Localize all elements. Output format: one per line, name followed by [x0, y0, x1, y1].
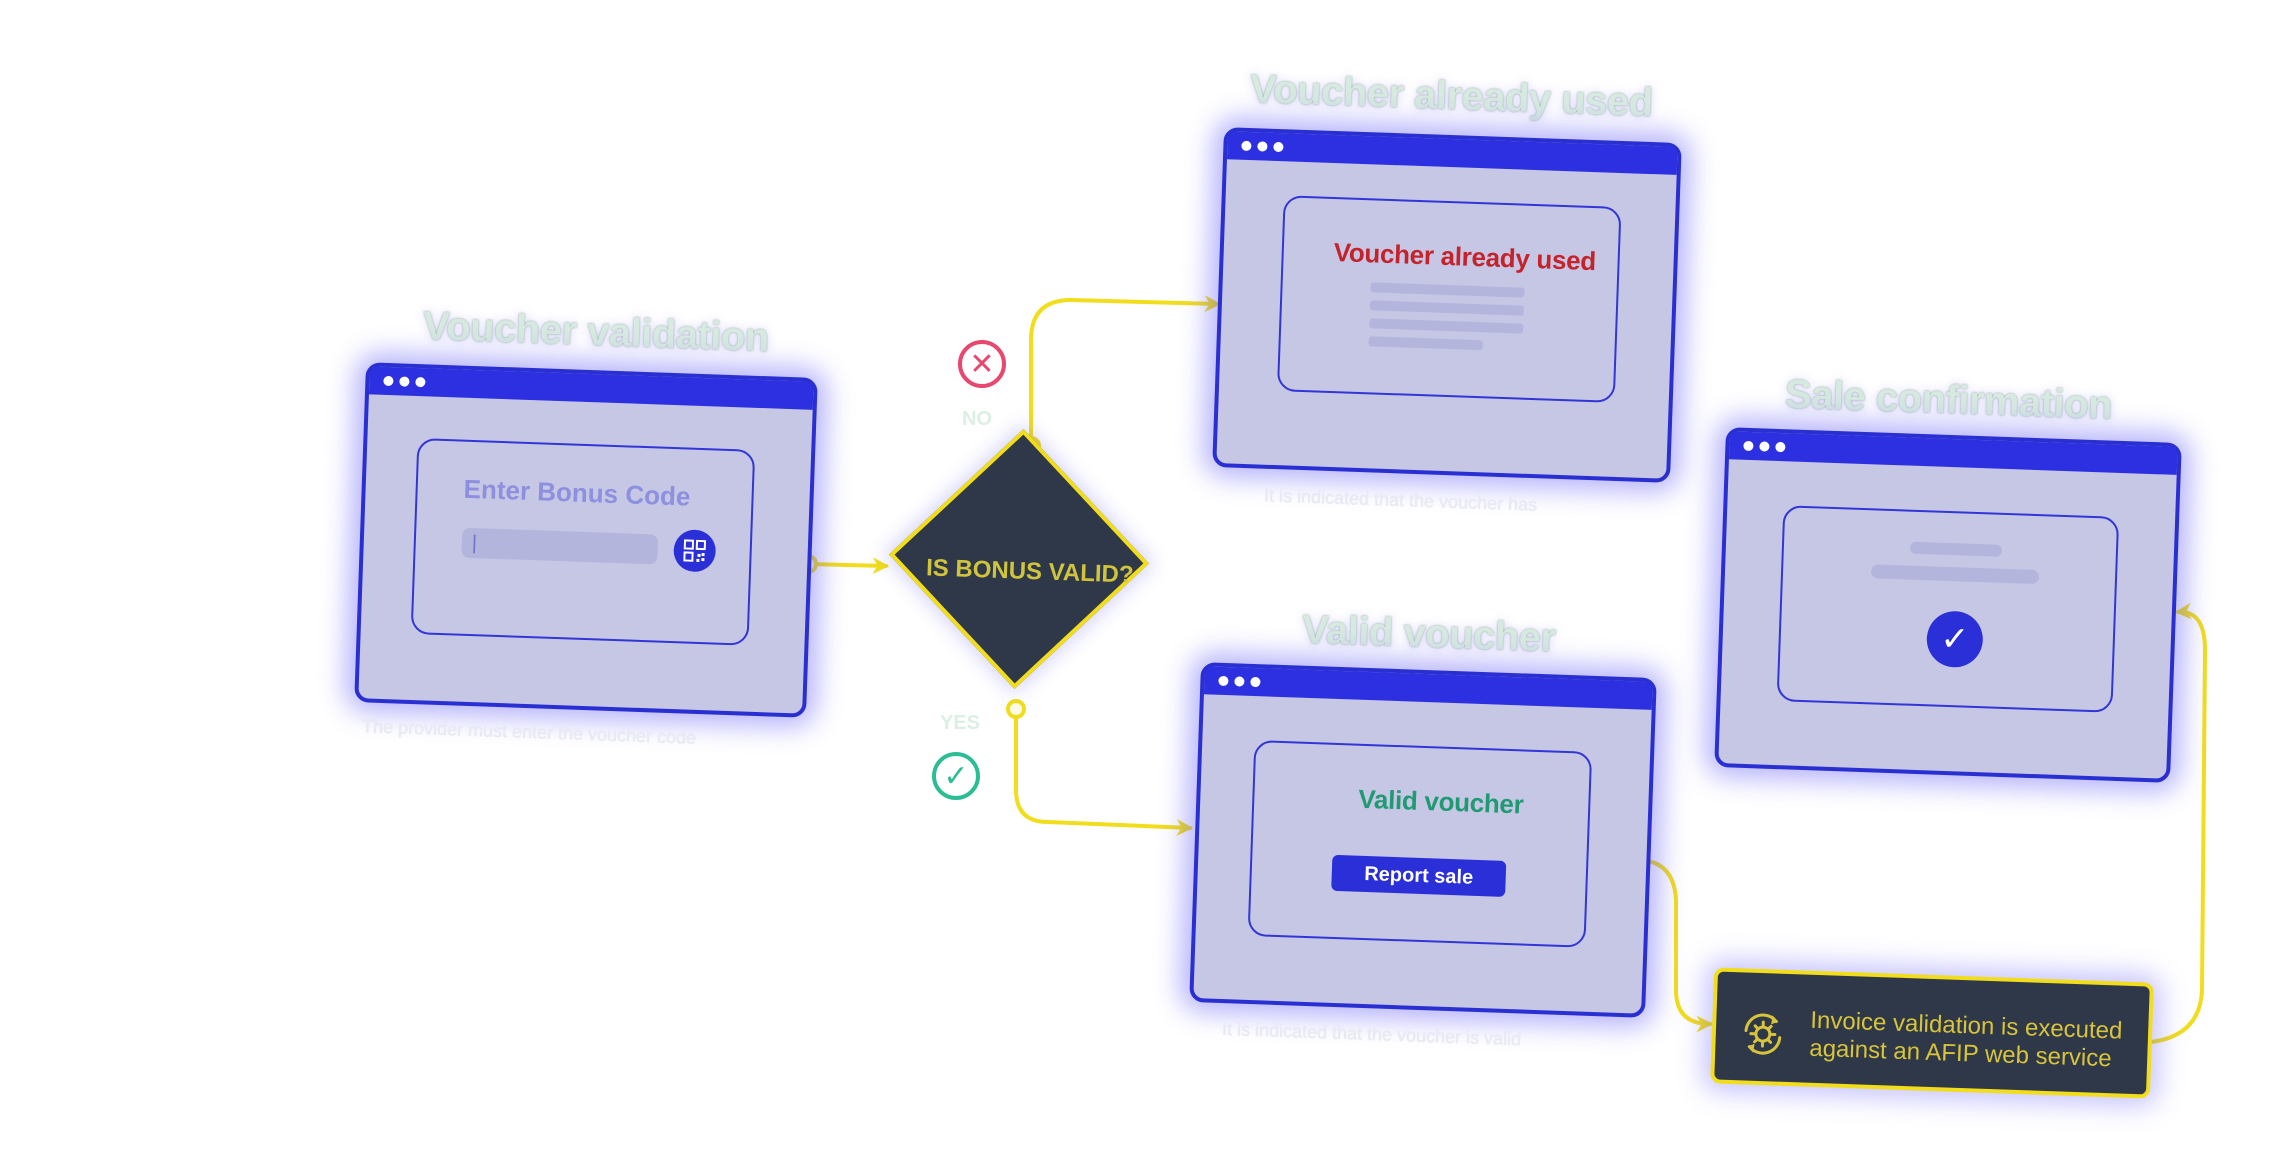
- code-entry-panel: Enter Bonus Code |: [410, 438, 756, 646]
- window-dot-1: [1218, 675, 1229, 687]
- success-message-panel: Valid voucher Report sale: [1247, 740, 1593, 948]
- placeholder-line-4: [1368, 336, 1483, 351]
- window-dot-2: [1257, 141, 1268, 152]
- voucher-already-used-window: Voucher already used: [1212, 127, 1682, 483]
- report-sale-button[interactable]: Report sale: [1331, 854, 1507, 897]
- voucher-validation-window: Enter Bonus Code |: [354, 362, 818, 718]
- placeholder-line-long: [1870, 564, 2040, 585]
- yes-branch-label: YES: [940, 712, 981, 734]
- window-dot-1: [1241, 140, 1252, 152]
- enter-code-prompt: Enter Bonus Code: [463, 473, 691, 512]
- gear-sync-icon: [1737, 1008, 1789, 1060]
- heading-valid-voucher: Valid voucher: [1301, 607, 1557, 661]
- window-dot-3: [1250, 676, 1261, 688]
- window-dot-2: [1759, 441, 1770, 452]
- placeholder-line-2: [1369, 300, 1525, 316]
- connector-process-to-confirmation: [2139, 602, 2207, 1045]
- window-dot-2: [399, 376, 410, 387]
- placeholder-line-short: [1909, 541, 2003, 557]
- window-dot-2: [1234, 676, 1245, 687]
- connector-no-branch: [1029, 295, 1222, 448]
- no-branch-label: NO: [962, 408, 992, 430]
- x-circle-icon: ✕: [958, 340, 1006, 388]
- window-dot-1: [383, 375, 394, 387]
- window-dot-3: [415, 376, 426, 388]
- connector-valid-to-process: [1635, 858, 1714, 1033]
- window-dot-3: [1273, 141, 1284, 153]
- connector-yes-branch: [1014, 707, 1194, 836]
- error-message-panel: Voucher already used: [1276, 195, 1622, 403]
- placeholder-line-3: [1369, 318, 1524, 334]
- confirmation-panel: ✓: [1776, 505, 2120, 713]
- sale-confirmation-window: ✓: [1714, 427, 2182, 783]
- connector-start-to-decision: [806, 557, 890, 575]
- bonus-code-input[interactable]: |: [461, 527, 659, 565]
- error-message: Voucher already used: [1333, 237, 1597, 277]
- success-message: Valid voucher: [1357, 783, 1524, 820]
- invoice-validation-process: Invoice validation is executed against a…: [1710, 967, 2154, 1099]
- check-circle-icon: ✓: [1925, 610, 1984, 669]
- window-dot-1: [1743, 440, 1754, 452]
- check-circle-icon: ✓: [932, 752, 980, 800]
- valid-voucher-window: Valid voucher Report sale: [1189, 662, 1657, 1018]
- placeholder-line-1: [1370, 282, 1525, 298]
- qr-code-icon[interactable]: [672, 529, 717, 573]
- window-dot-3: [1775, 441, 1786, 453]
- port-decision-yes: [1006, 699, 1026, 719]
